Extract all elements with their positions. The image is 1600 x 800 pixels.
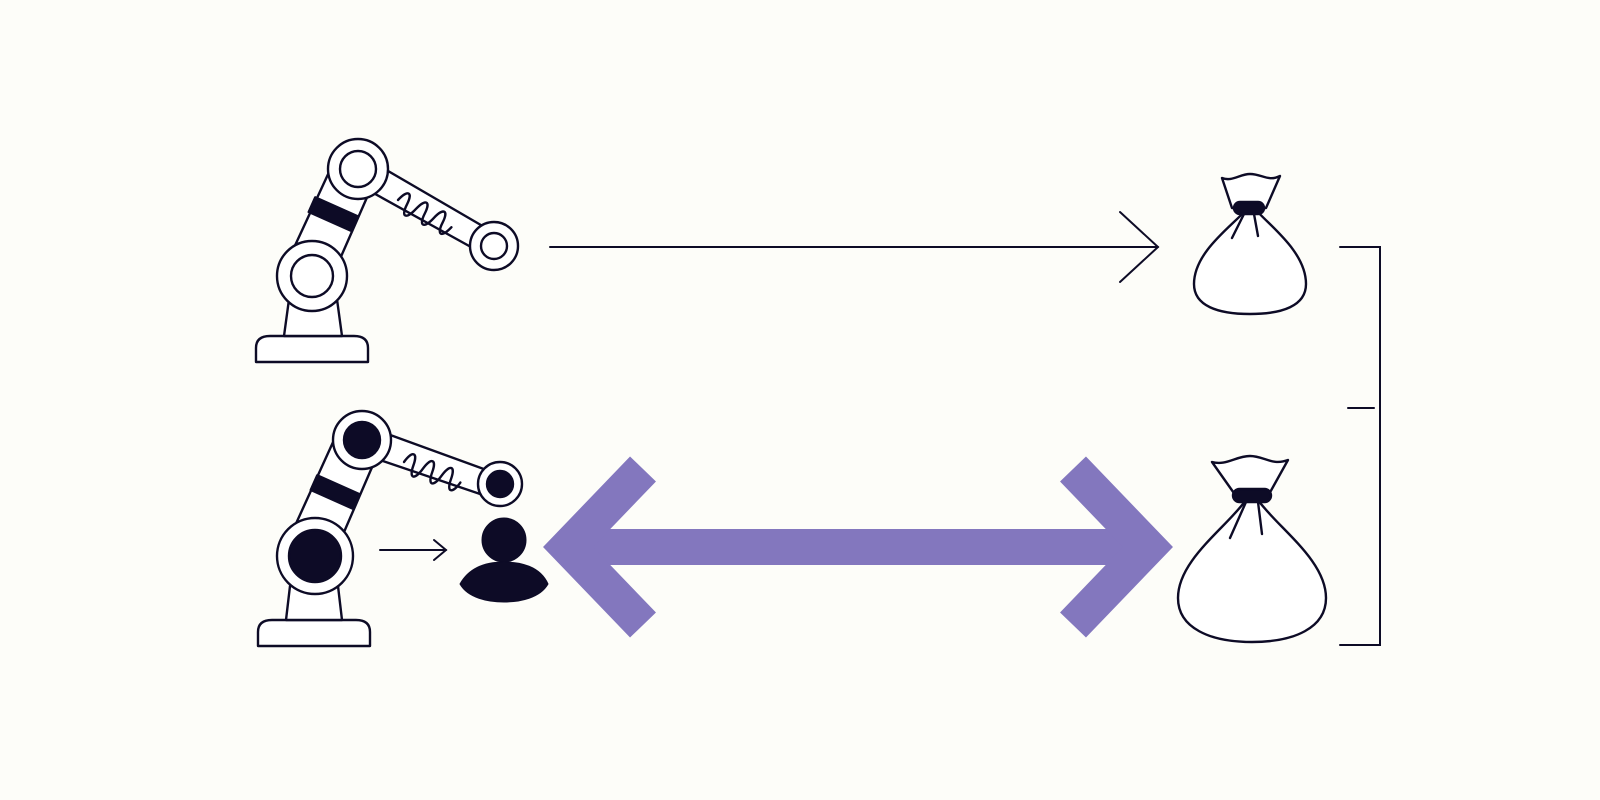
robot-arm-filled-icon [256,409,524,648]
handoff-arrow [379,539,448,561]
comparison-bracket [1339,246,1381,646]
robot-arm-outline-icon [254,137,520,364]
robot-arm-band [309,474,361,510]
person-icon [459,517,549,603]
robot-base [254,334,370,364]
money-bag-large-icon [1176,454,1328,644]
money-bag-small-icon [1192,172,1308,316]
top-arrow [549,211,1160,283]
robot-base [256,618,372,648]
robot-arm-band [307,196,359,232]
double-headed-arrow [543,456,1173,638]
